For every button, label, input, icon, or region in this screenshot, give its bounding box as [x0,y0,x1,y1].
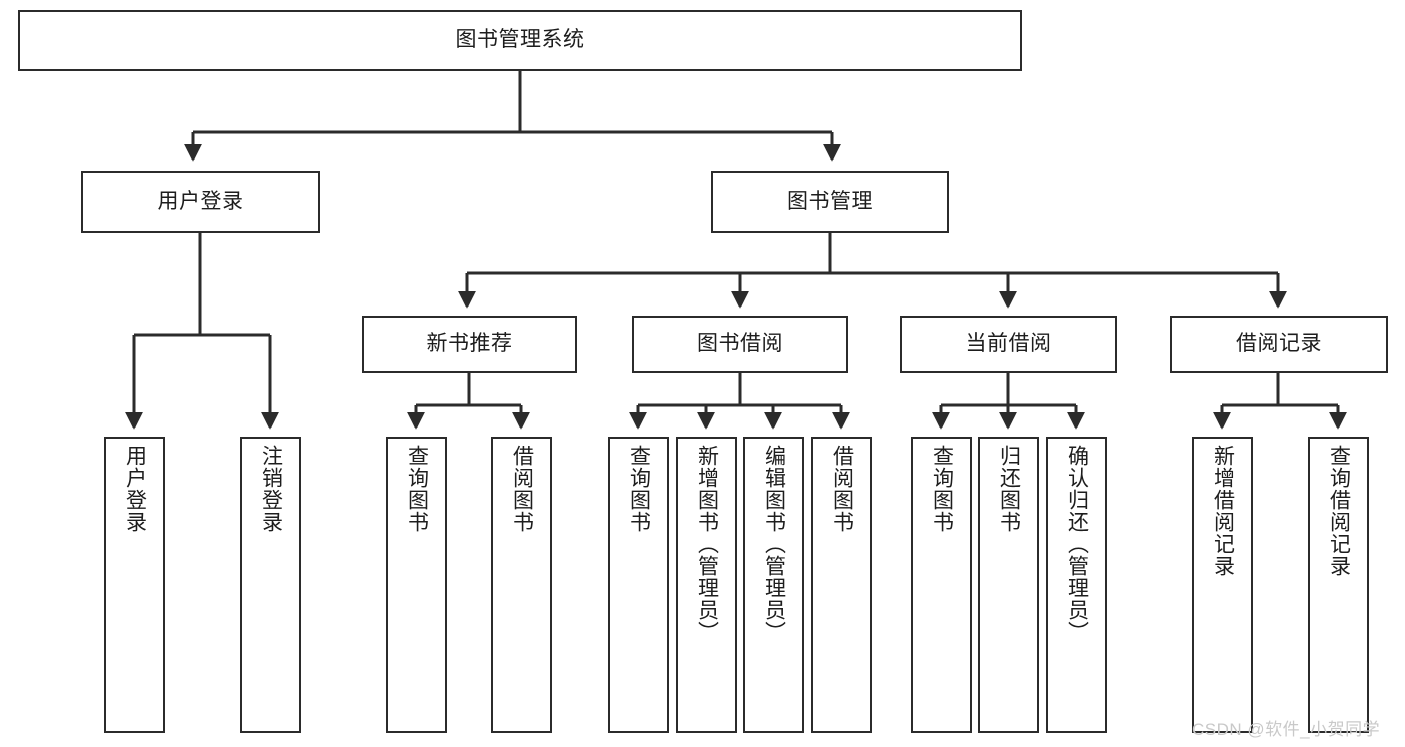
node-label: 图书借阅 [697,332,783,356]
leaf-logout-login[interactable]: 注销登录 [240,437,301,733]
leaf-query-book-recommend[interactable]: 查询图书 [386,437,447,733]
node-label: 用户登录 [157,189,244,213]
node-book-borrow[interactable]: 图书借阅 [632,316,848,373]
node-label: 查询图书 [405,445,429,533]
node-label: 注销登录 [259,445,283,533]
node-borrow-record[interactable]: 借阅记录 [1170,316,1388,373]
leaf-add-borrow-record[interactable]: 新增借阅记录 [1192,437,1253,733]
node-label: 图书管理系统 [455,28,585,52]
node-new-book-recommend[interactable]: 新书推荐 [362,316,577,373]
leaf-confirm-return-admin[interactable]: 确认归还（管理员） [1046,437,1107,733]
node-label: 新增借阅记录 [1211,445,1235,577]
node-label: 归还图书 [997,445,1021,533]
node-label: 图书管理 [787,189,873,213]
leaf-return-book[interactable]: 归还图书 [978,437,1039,733]
leaf-borrow-book[interactable]: 借阅图书 [811,437,872,733]
node-user-login[interactable]: 用户登录 [81,171,320,233]
node-label: 查询图书 [627,445,651,533]
leaf-add-book-admin[interactable]: 新增图书（管理员） [676,437,737,733]
node-label: 编辑图书（管理员） [762,445,786,643]
leaf-query-book-borrow[interactable]: 查询图书 [608,437,669,733]
node-label: 新书推荐 [426,332,513,356]
node-label: 新增图书（管理员） [695,445,719,643]
csdn-watermark: CSDN @软件_小贺同学 [1192,720,1381,739]
node-label: 查询图书 [930,445,954,533]
node-label: 借阅图书 [830,445,854,533]
node-label: 借阅记录 [1236,332,1322,356]
leaf-borrow-book-recommend[interactable]: 借阅图书 [491,437,552,733]
leaf-user-login[interactable]: 用户登录 [104,437,165,733]
node-label: 借阅图书 [510,445,534,533]
node-current-borrow[interactable]: 当前借阅 [900,316,1117,373]
leaf-query-borrow-record[interactable]: 查询借阅记录 [1308,437,1369,733]
node-root-book-management-system[interactable]: 图书管理系统 [18,10,1022,71]
leaf-query-book-current[interactable]: 查询图书 [911,437,972,733]
node-label: 确认归还（管理员） [1065,445,1089,643]
node-label: 查询借阅记录 [1327,445,1351,577]
leaf-edit-book-admin[interactable]: 编辑图书（管理员） [743,437,804,733]
node-label: 用户登录 [123,445,147,533]
node-label: 当前借阅 [965,332,1052,356]
node-book-management[interactable]: 图书管理 [711,171,949,233]
